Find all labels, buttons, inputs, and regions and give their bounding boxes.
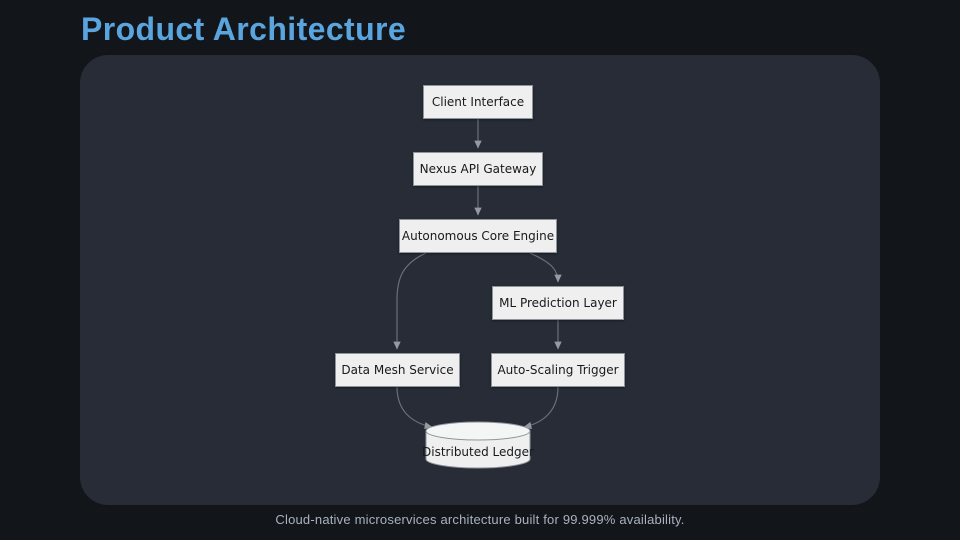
slide-caption: Cloud-native microservices architecture … [275, 512, 685, 527]
node-data-mesh-service: Data Mesh Service [335, 353, 460, 387]
node-label: Data Mesh Service [341, 363, 454, 377]
page-title: Product Architecture [81, 11, 407, 47]
diagram-panel [80, 55, 880, 505]
node-autonomous-core-engine: Autonomous Core Engine [399, 219, 557, 253]
node-ml-prediction-layer: ML Prediction Layer [492, 286, 624, 320]
node-nexus-api-gateway: Nexus API Gateway [413, 152, 543, 186]
node-auto-scaling-trigger: Auto-Scaling Trigger [491, 353, 625, 387]
node-label: Nexus API Gateway [419, 162, 537, 176]
node-client-interface: Client Interface [423, 85, 533, 119]
node-label: Distributed Ledger [422, 445, 534, 459]
node-label: Client Interface [431, 95, 525, 109]
node-label: Autonomous Core Engine [401, 229, 555, 243]
node-distributed-ledger: Distributed Ledger [418, 444, 538, 460]
node-label: ML Prediction Layer [499, 296, 617, 310]
node-label: Auto-Scaling Trigger [497, 363, 619, 377]
